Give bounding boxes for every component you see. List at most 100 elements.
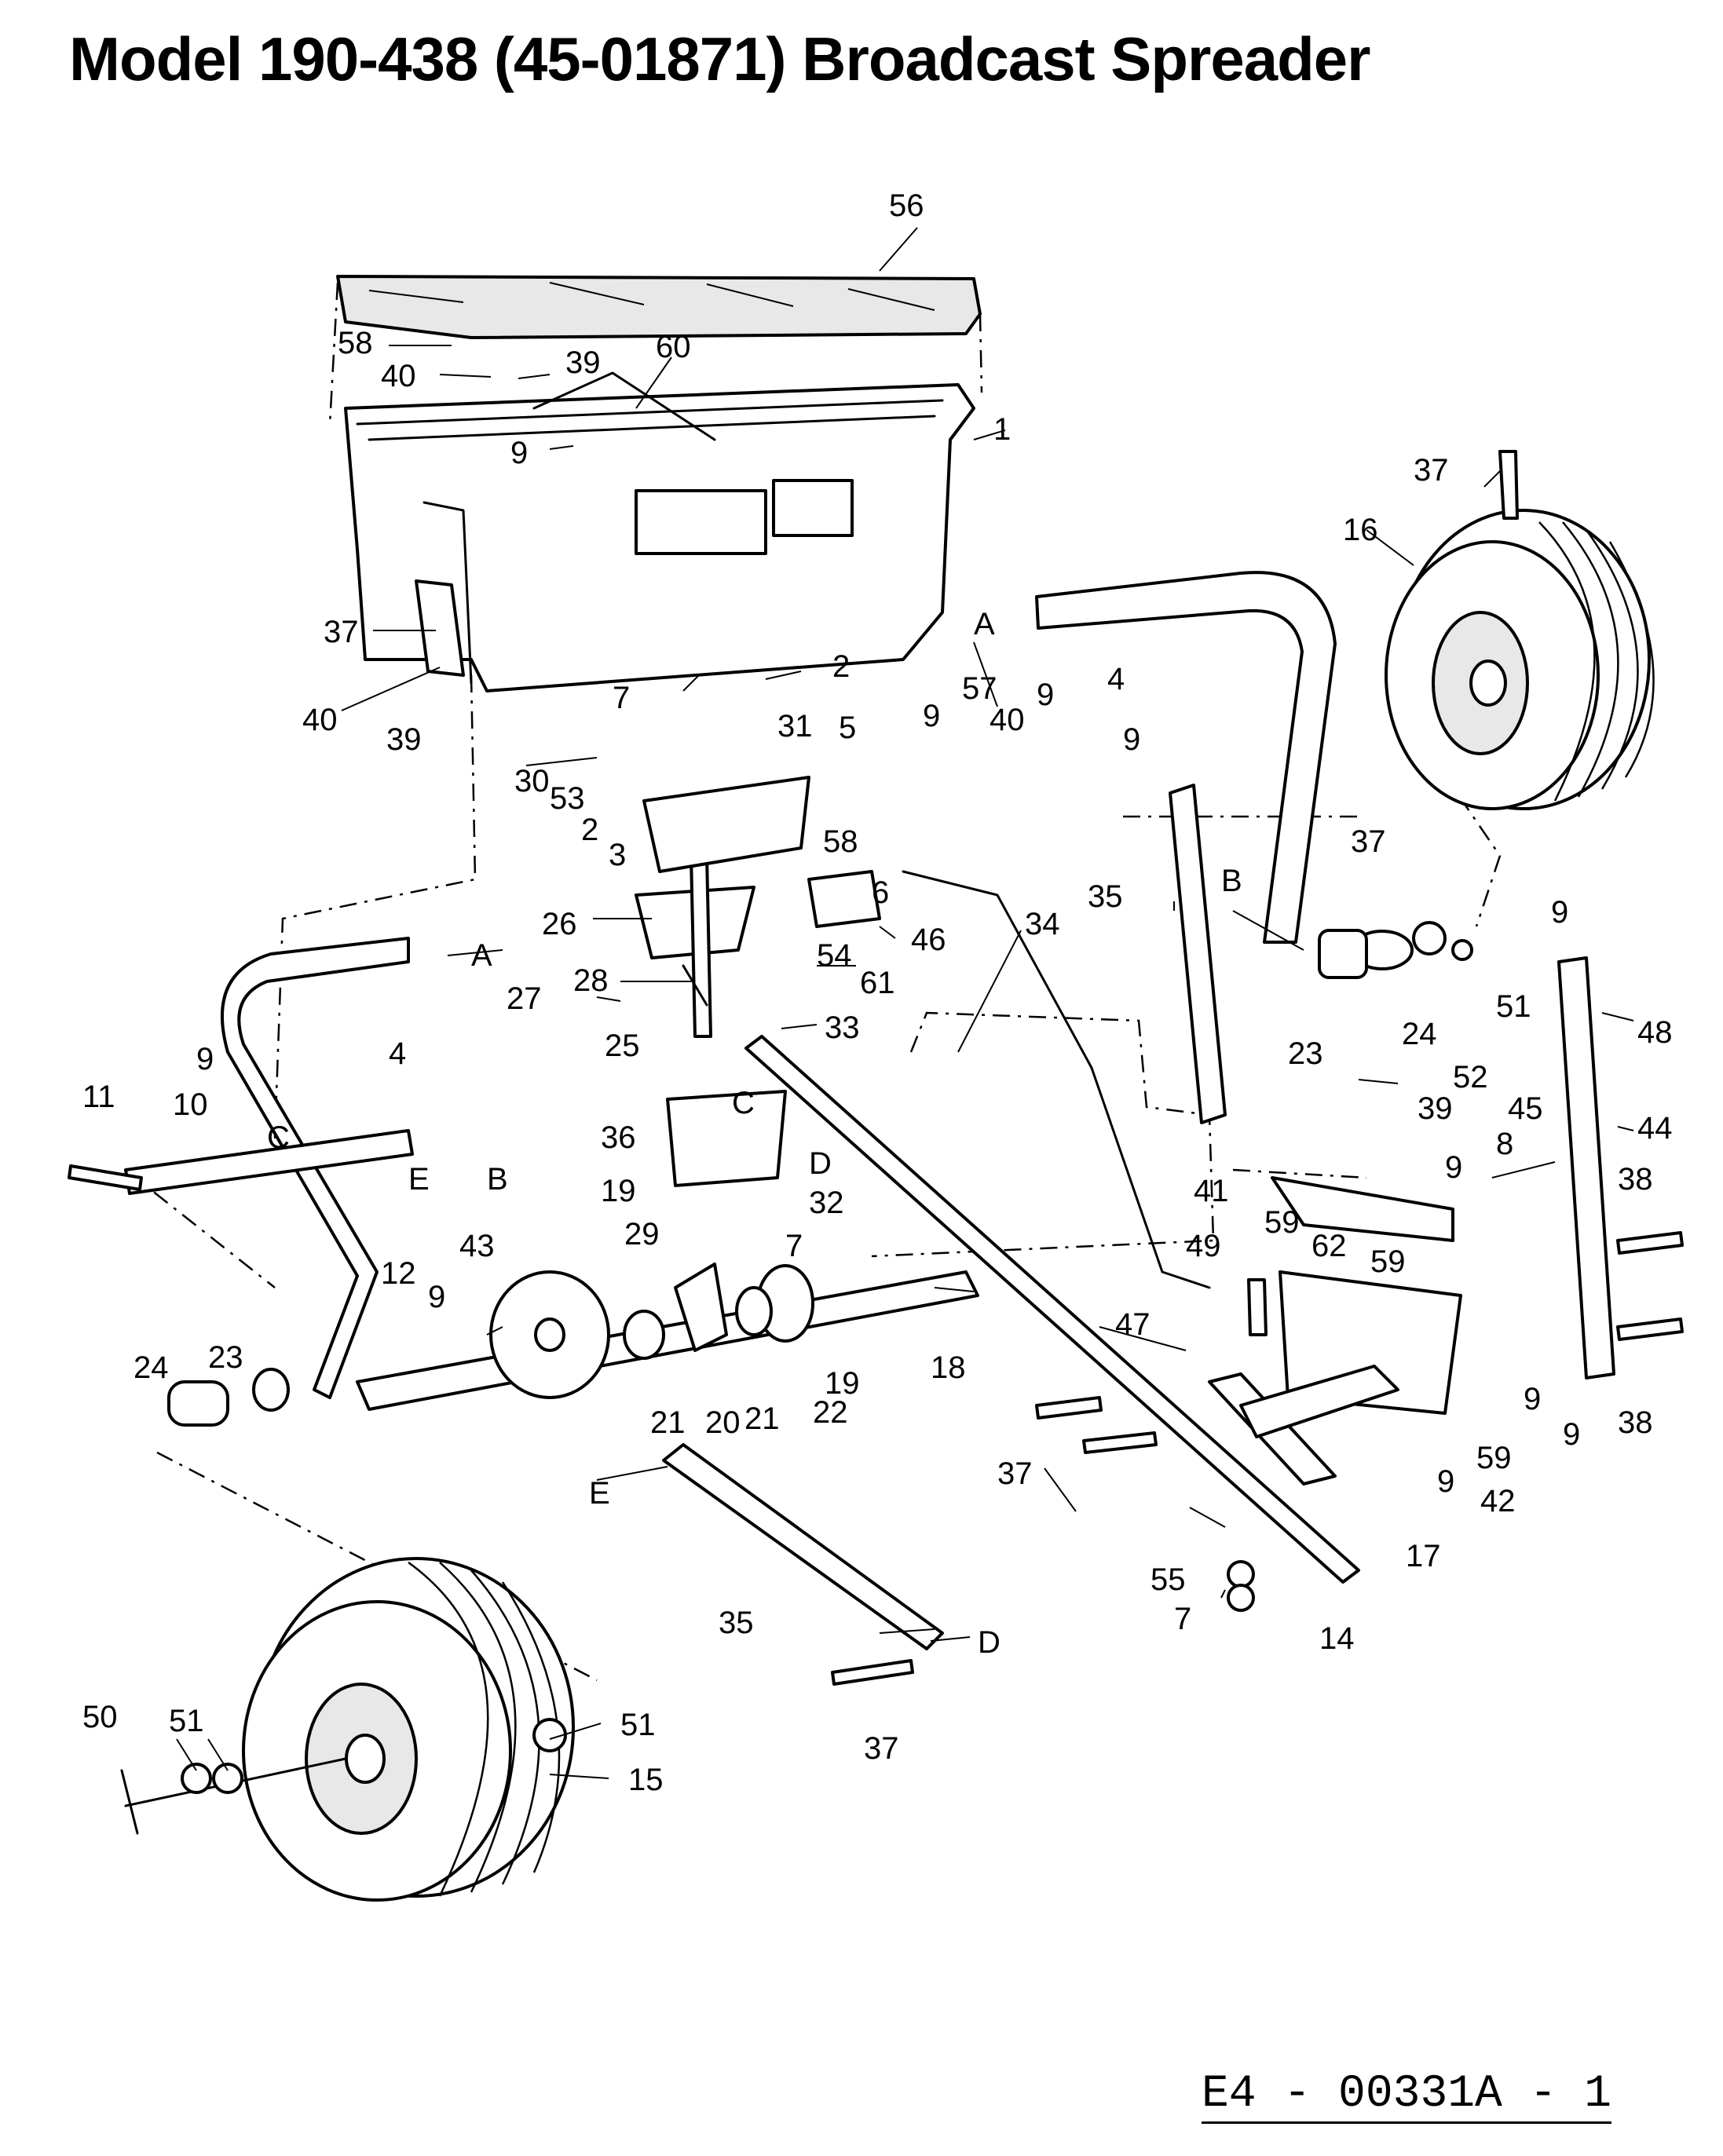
callout-49: 49	[1186, 1229, 1221, 1263]
callout-12: 12	[381, 1256, 416, 1291]
callout-58: 58	[338, 326, 373, 360]
callout-51: 51	[620, 1708, 656, 1742]
callout-51: 51	[169, 1704, 204, 1738]
callout-21: 21	[744, 1401, 780, 1436]
callout-3: 3	[609, 838, 626, 872]
callout-42: 42	[1480, 1484, 1516, 1518]
callout-37: 37	[1351, 824, 1386, 859]
callout-58: 58	[823, 824, 858, 859]
callout-14: 14	[1319, 1621, 1355, 1656]
callout-37: 37	[864, 1731, 899, 1766]
callout-1: 1	[993, 412, 1011, 447]
callout-38: 38	[1618, 1162, 1653, 1197]
callout-46: 46	[911, 923, 946, 957]
callout-7: 7	[1174, 1602, 1191, 1636]
callout-9: 9	[1123, 722, 1140, 757]
callout-20: 20	[705, 1405, 741, 1440]
callout-30: 30	[514, 764, 550, 798]
callout-54: 54	[817, 938, 852, 973]
callout-4: 4	[1107, 662, 1125, 696]
callout-26: 26	[542, 907, 577, 941]
callout-B: B	[1221, 864, 1242, 898]
callout-48: 48	[1637, 1015, 1673, 1050]
callout-43: 43	[459, 1229, 495, 1263]
callout-18: 18	[931, 1350, 966, 1385]
callout-9: 9	[1437, 1464, 1454, 1499]
callout-56: 56	[889, 188, 924, 223]
callout-19: 19	[601, 1174, 636, 1208]
spinner-assembly	[635, 776, 881, 1187]
callout-59: 59	[1476, 1441, 1512, 1475]
callout-47: 47	[1115, 1307, 1150, 1342]
callout-28: 28	[573, 963, 609, 998]
callout-9: 9	[428, 1280, 445, 1314]
callout-9: 9	[1445, 1150, 1462, 1185]
callout-9: 9	[196, 1042, 214, 1076]
callout-25: 25	[605, 1029, 640, 1063]
callout-33: 33	[825, 1010, 860, 1045]
callout-11: 11	[82, 1080, 115, 1114]
callout-36: 36	[601, 1120, 636, 1155]
callout-59: 59	[1370, 1244, 1406, 1279]
callout-31: 31	[777, 709, 813, 744]
callout-labels: 56 58 39 60 40 9 1 37 16 37 40 39 7 2 A …	[82, 188, 1673, 1797]
callout-C: C	[267, 1120, 290, 1155]
callout-2: 2	[581, 813, 598, 847]
callout-9: 9	[1037, 678, 1054, 712]
callout-37: 37	[997, 1456, 1033, 1491]
callout-19: 19	[825, 1366, 860, 1401]
callout-21: 21	[650, 1405, 686, 1440]
callout-50: 50	[82, 1700, 118, 1734]
callout-35: 35	[1088, 879, 1123, 914]
reference-code: E4 - 00331A - 1	[1202, 2069, 1612, 2124]
callout-45: 45	[1508, 1091, 1543, 1126]
callout-59: 59	[1264, 1205, 1300, 1240]
callout-4: 4	[389, 1036, 406, 1071]
callout-E: E	[589, 1476, 610, 1511]
callout-17: 17	[1406, 1539, 1441, 1573]
callout-9: 9	[1551, 895, 1568, 930]
callout-5: 5	[839, 711, 856, 745]
callout-40: 40	[990, 703, 1025, 737]
callout-44: 44	[1637, 1111, 1673, 1146]
callout-37: 37	[324, 615, 359, 649]
callout-37: 37	[1414, 453, 1449, 488]
axle-assembly	[167, 1263, 979, 1427]
callout-10: 10	[173, 1087, 208, 1122]
callout-24: 24	[1402, 1017, 1437, 1051]
frame-bars	[124, 784, 1615, 1650]
callout-E: E	[408, 1162, 430, 1197]
callout-34: 34	[1025, 907, 1060, 941]
callout-23: 23	[208, 1340, 243, 1375]
callout-D: D	[809, 1146, 832, 1181]
callout-9: 9	[923, 699, 940, 733]
callout-9: 9	[510, 436, 528, 470]
callout-41: 41	[1194, 1174, 1229, 1208]
callout-40: 40	[302, 703, 338, 737]
callout-9: 9	[1563, 1417, 1580, 1452]
callout-39: 39	[386, 722, 422, 757]
page-title: Model 190-438 (45-01871) Broadcast Sprea…	[69, 24, 1370, 93]
callout-32: 32	[809, 1186, 844, 1220]
callout-23: 23	[1288, 1036, 1323, 1071]
wheel-16	[1385, 509, 1655, 810]
callout-6: 6	[872, 875, 889, 910]
callout-B: B	[487, 1162, 508, 1197]
callout-39: 39	[1418, 1091, 1453, 1126]
wheel-15	[124, 1557, 575, 1902]
callout-D: D	[978, 1625, 1001, 1660]
handle-right	[1035, 571, 1337, 944]
leader-lines	[176, 227, 1634, 1779]
hardware	[68, 450, 1684, 1835]
callout-57: 57	[962, 671, 997, 706]
callout-62: 62	[1311, 1229, 1347, 1263]
callout-9: 9	[1524, 1382, 1541, 1416]
callout-53: 53	[550, 781, 585, 816]
callout-39: 39	[565, 345, 601, 380]
callout-38: 38	[1618, 1405, 1653, 1440]
callout-22: 22	[813, 1395, 848, 1430]
callout-A: A	[974, 607, 995, 641]
hopper	[344, 371, 975, 692]
